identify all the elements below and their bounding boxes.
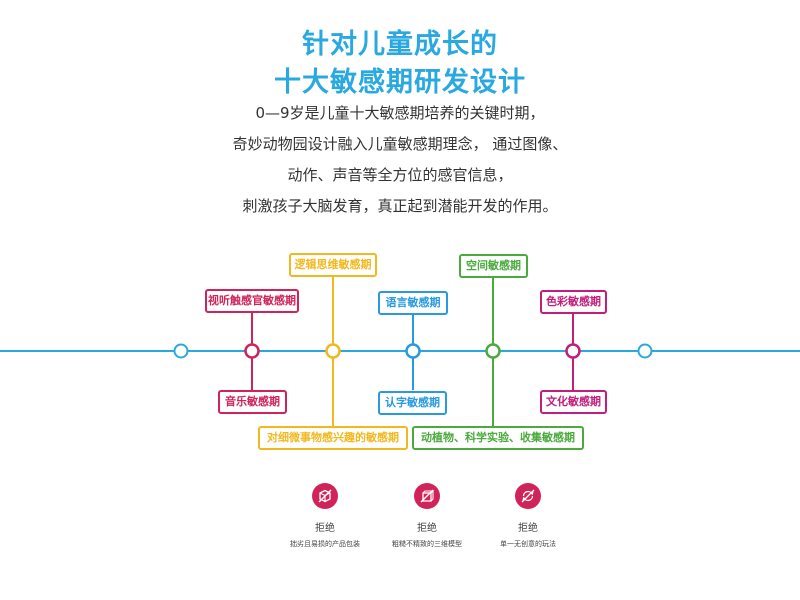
box-icon bbox=[312, 483, 338, 509]
intro-line-1: 0—9岁是儿童十大敏感期培养的关键时期， bbox=[255, 104, 545, 122]
timeline-node-blue bbox=[405, 343, 421, 359]
reject-label: 拒绝 bbox=[315, 523, 335, 534]
period-box-space: 空间敏感期 bbox=[459, 254, 528, 278]
reject-item-packaging: 拒绝 拙劣且易损的产品包装 bbox=[265, 483, 385, 549]
period-box-color: 色彩敏感期 bbox=[540, 290, 607, 314]
timeline-node-yellow bbox=[325, 343, 341, 359]
period-box-detail: 对细微事物感兴趣的敏感期 bbox=[258, 426, 408, 450]
period-box-nature: 动植物、科学实验、收集敏感期 bbox=[412, 426, 584, 450]
reject-desc: 粗糙不精致的三维模型 bbox=[392, 540, 462, 548]
timeline-node bbox=[173, 343, 189, 359]
timeline-node-green bbox=[485, 343, 501, 359]
timeline-node bbox=[637, 343, 653, 359]
reject-item-model: 拒绝 粗糙不精致的三维模型 bbox=[367, 483, 487, 549]
title-line-1: 针对儿童成长的 bbox=[302, 29, 498, 60]
cube-icon bbox=[414, 483, 440, 509]
intro-line-3: 动作、声音等全方位的感官信息， bbox=[287, 166, 513, 184]
reject-label: 拒绝 bbox=[518, 523, 538, 534]
cycle-icon bbox=[515, 483, 541, 509]
period-box-logic: 逻辑思维敏感期 bbox=[289, 253, 377, 277]
period-box-literacy: 认字敏感期 bbox=[378, 391, 447, 415]
period-box-music: 音乐敏感期 bbox=[218, 390, 287, 414]
timeline-node-red bbox=[244, 343, 260, 359]
reject-label: 拒绝 bbox=[417, 523, 437, 534]
reject-item-gameplay: 拒绝 单一无创意的玩法 bbox=[468, 483, 588, 549]
intro-line-4: 刺激孩子大脑发育，真正起到潜能开发的作用。 bbox=[242, 197, 558, 215]
intro-line-2: 奇妙动物园设计融入儿童敏感期理念， 通过图像、 bbox=[232, 135, 568, 153]
title-line-2: 十大敏感期研发设计 bbox=[274, 67, 526, 98]
period-box-visual-touch: 视听触感官敏感期 bbox=[205, 289, 299, 313]
period-box-language: 语言敏感期 bbox=[378, 291, 448, 315]
reject-desc: 拙劣且易损的产品包装 bbox=[290, 540, 360, 548]
reject-desc: 单一无创意的玩法 bbox=[500, 540, 556, 548]
timeline-node-magenta bbox=[565, 343, 581, 359]
period-box-culture: 文化敏感期 bbox=[540, 390, 607, 414]
